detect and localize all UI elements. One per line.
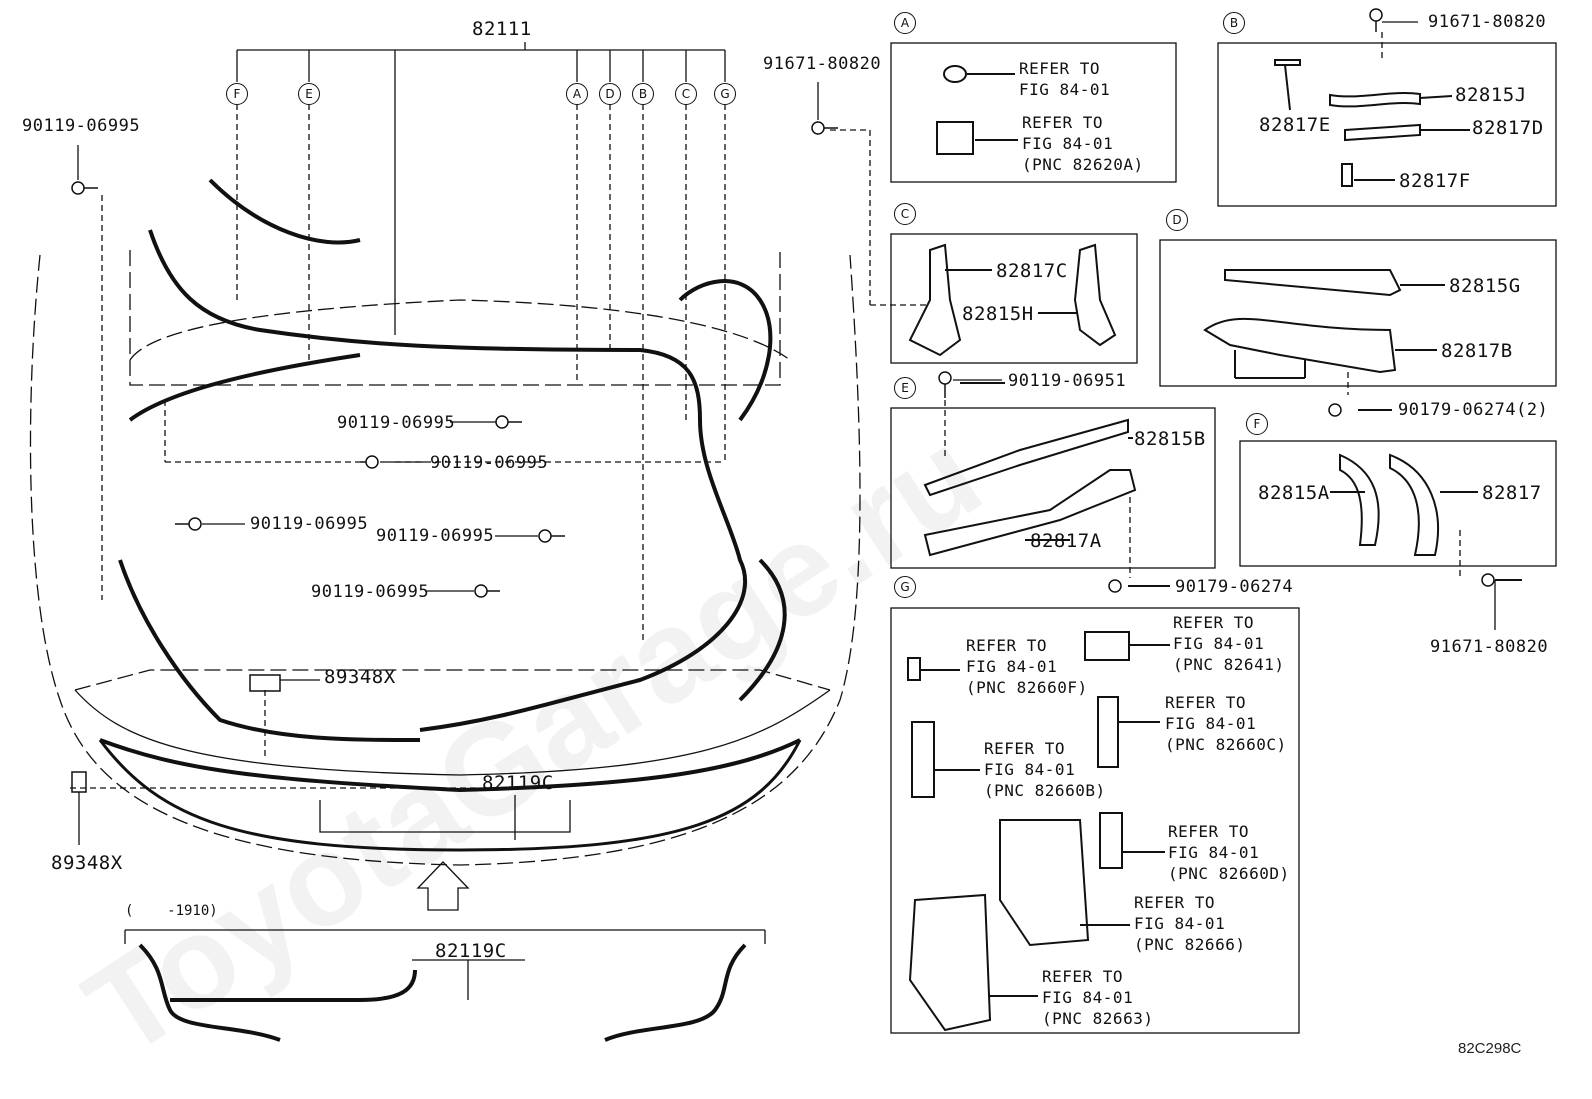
range-label: ( -1910): [125, 903, 218, 919]
bolt-label-b: 91671-80820: [1428, 12, 1547, 32]
refer-to-g7: REFER TO FIG 84-01 (PNC 82663): [1042, 967, 1154, 1028]
callout-g: G: [714, 83, 736, 105]
callout-d: D: [599, 83, 621, 105]
callout-f-detail: F: [1246, 413, 1268, 435]
clip-label-89348x-1: 89348X: [324, 666, 396, 688]
refer-to-g1: REFER TO FIG 84-01 (PNC 82660F): [966, 636, 1088, 697]
part-82817b: 82817B: [1441, 340, 1513, 362]
bolt-label-5: 90119-06995: [311, 582, 430, 602]
bolt-icons: [71, 8, 1495, 793]
bolt-label-left: 90119-06995: [22, 116, 141, 136]
part-82817f: 82817F: [1399, 170, 1471, 192]
refer-to-a2: REFER TO FIG 84-01 (PNC 82620A): [1022, 113, 1144, 174]
bolt-label-4: 90119-06995: [376, 526, 495, 546]
car-body-outline: [29, 250, 861, 866]
inset-82119c-bracket: [124, 929, 766, 1042]
bolt-label-e: 90119-06951: [1008, 371, 1127, 391]
callout-b: B: [632, 83, 654, 105]
part-82817a: 82817A: [1030, 530, 1102, 552]
refer-to-g5: REFER TO FIG 84-01 (PNC 82660D): [1168, 822, 1290, 883]
clip-label-e: 90179-06274: [1175, 577, 1294, 597]
refer-to-g6: REFER TO FIG 84-01 (PNC 82666): [1134, 893, 1246, 954]
part-82817: 82817: [1482, 482, 1542, 504]
part-82817d: 82817D: [1472, 117, 1544, 139]
part-82815g: 82815G: [1449, 275, 1521, 297]
clip-label-d: 90179-06274(2): [1398, 400, 1549, 420]
refer-to-g4: REFER TO FIG 84-01 (PNC 82660B): [984, 739, 1106, 800]
part-leaders: [77, 21, 1496, 845]
part-82119c-label: 82119C: [482, 772, 554, 794]
callout-e-detail: E: [894, 377, 916, 399]
up-arrow: [416, 861, 470, 911]
wire-harness: [99, 178, 801, 793]
bolt-label-top-center: 91671-80820: [763, 54, 882, 74]
callout-a-detail: A: [894, 12, 916, 34]
callout-c: C: [675, 83, 697, 105]
detail-boxes: [890, 42, 1557, 1034]
part-82817c: 82817C: [996, 260, 1068, 282]
bolt-label-f: 91671-80820: [1430, 637, 1549, 657]
bolt-label-3: 90119-06995: [250, 514, 369, 534]
part-82815h: 82815H: [962, 303, 1034, 325]
inset-82119c-label: 82119C: [435, 940, 507, 962]
callout-a: A: [566, 83, 588, 105]
clip-label-89348x-2: 89348X: [51, 852, 123, 874]
refer-to-g2: REFER TO FIG 84-01 (PNC 82641): [1173, 613, 1285, 674]
callout-e: E: [298, 83, 320, 105]
part-82815j: 82815J: [1455, 84, 1527, 106]
callout-f: F: [226, 83, 248, 105]
part-82817e: 82817E: [1259, 114, 1331, 136]
part-82111-label: 82111: [472, 18, 532, 40]
detail-parts: [907, 59, 1522, 1032]
car-bumper: [74, 689, 831, 852]
callout-b-detail: B: [1223, 12, 1245, 34]
refer-to-a1: REFER TO FIG 84-01: [1019, 59, 1111, 99]
callout-c-detail: C: [894, 203, 916, 225]
bolt-label-2: 90119-06995: [430, 453, 549, 473]
callout-d-detail: D: [1166, 209, 1188, 231]
diagram-code: 82C298C: [1458, 1040, 1522, 1057]
bolt-label-1: 90119-06995: [337, 413, 456, 433]
refer-to-g3: REFER TO FIG 84-01 (PNC 82660C): [1165, 693, 1287, 754]
callout-g-detail: G: [894, 576, 916, 598]
bracket-82111: [236, 42, 726, 335]
part-82815b: 82815B: [1134, 428, 1206, 450]
part-82815a: 82815A: [1258, 482, 1330, 504]
